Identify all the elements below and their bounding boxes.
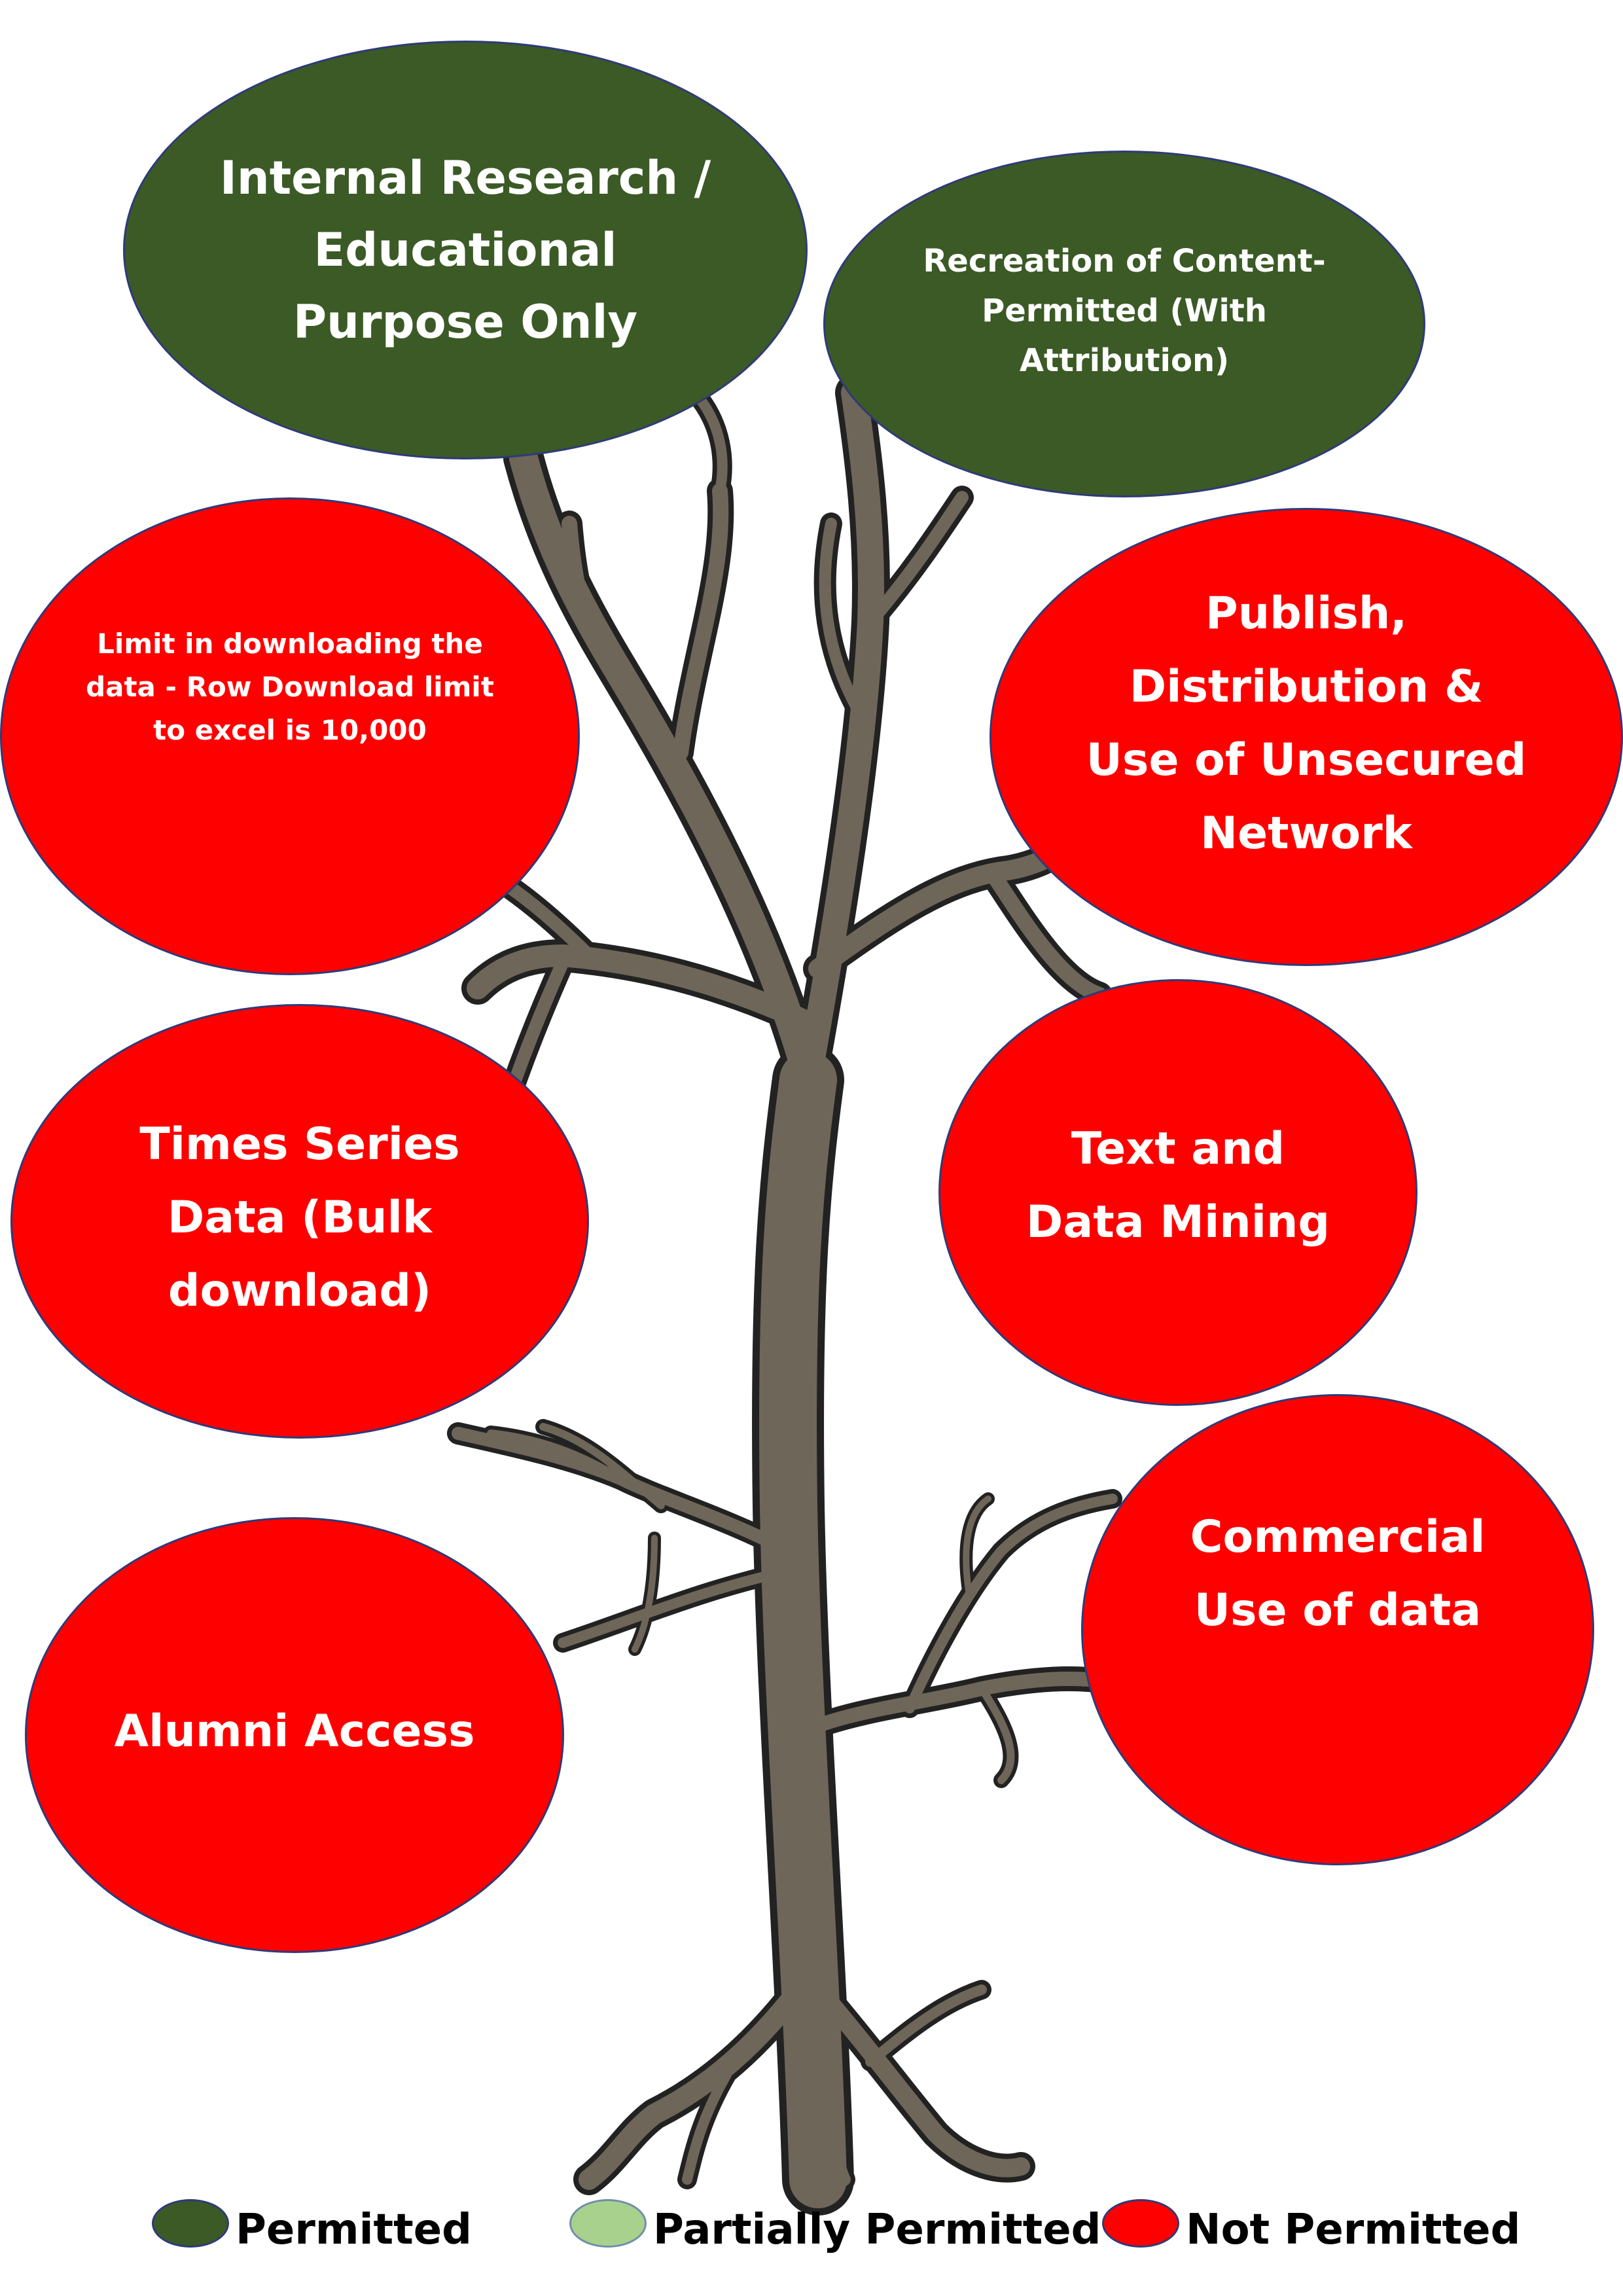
legend: Permitted Partially Permitted Not Permit… (0, 2179, 1623, 2258)
legend-swatch-permitted (152, 2199, 229, 2248)
legend-label-not-permitted: Not Permitted (1186, 2206, 1521, 2254)
node-limit-download-text: Limit in downloading the data - Row Down… (86, 628, 494, 746)
legend-swatch-partially-permitted (569, 2199, 647, 2248)
node-publish: Publish, Distribution & Use of Unsecured… (990, 508, 1623, 966)
node-commercial-text: Commercial Use of data (1190, 1511, 1486, 1636)
node-alumni: Alumni Access (25, 1517, 564, 1953)
node-internal-research: Internal Research / Educational Purpose … (123, 41, 808, 459)
node-time-series: Times Series Data (Bulk download) (10, 1004, 589, 1439)
node-publish-text: Publish, Distribution & Use of Unsecured… (1086, 588, 1527, 859)
node-commercial: Commercial Use of data (1081, 1394, 1594, 1865)
legend-label-partially-permitted: Partially Permitted (653, 2206, 1101, 2254)
node-alumni-text: Alumni Access (114, 1706, 475, 1757)
node-text-mining: Text and Data Mining (938, 979, 1418, 1406)
legend-label-permitted: Permitted (236, 2206, 472, 2254)
legend-item-not-permitted: Not Permitted (1102, 2193, 1520, 2254)
legend-swatch-not-permitted (1102, 2199, 1179, 2248)
node-text-mining-text: Text and Data Mining (1026, 1123, 1330, 1248)
node-recreation: Recreation of Content- Permitted (With A… (823, 151, 1425, 497)
node-internal-research-text: Internal Research / Educational Purpose … (219, 151, 711, 349)
node-time-series-text: Times Series Data (Bulk download) (139, 1119, 460, 1317)
legend-item-permitted: Permitted (152, 2193, 472, 2254)
node-limit-download: Limit in downloading the data - Row Down… (0, 497, 580, 975)
legend-item-partially-permitted: Partially Permitted (569, 2193, 1101, 2254)
node-recreation-text: Recreation of Content- Permitted (With A… (923, 243, 1326, 379)
